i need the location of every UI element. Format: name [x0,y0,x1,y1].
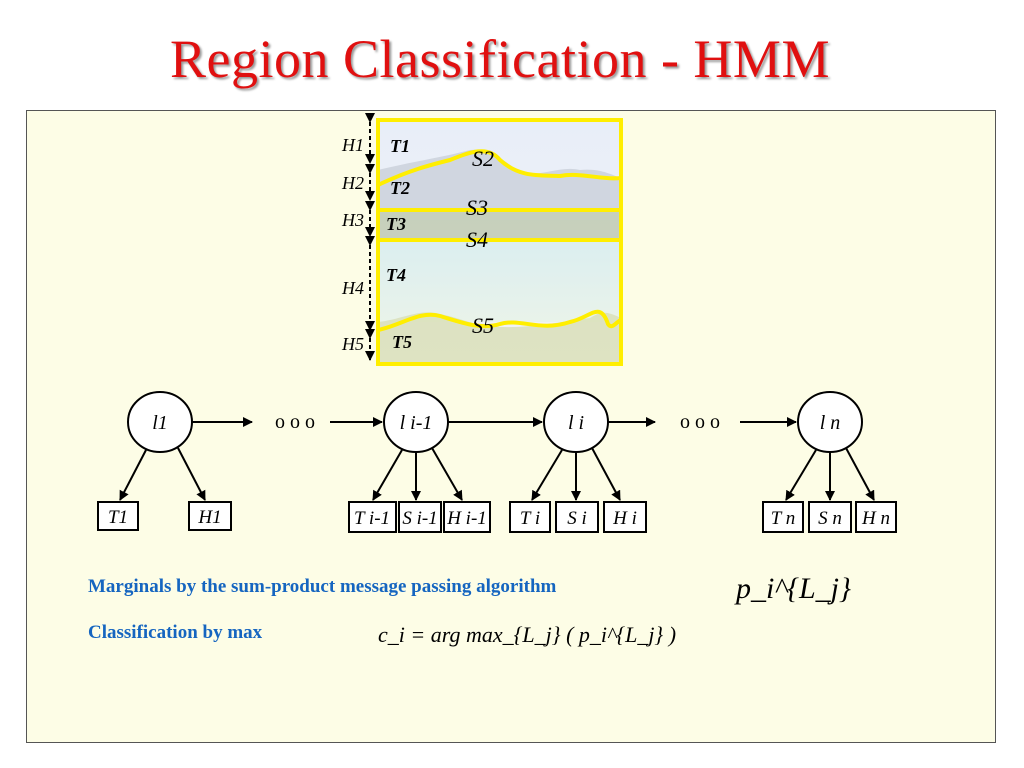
node-label: l1 [152,412,168,434]
obs-label: S n [818,508,842,529]
shape-labels: S2 S3 S4 S5 [466,146,494,338]
height-labels: H1 H2 H3 H4 H5 [341,135,364,354]
observation-box [808,501,852,533]
obs-label: S i-1 [402,508,437,529]
classification-text: Classification by max [88,622,263,643]
height-label: H4 [341,278,364,298]
landscape-image [376,118,623,366]
observation-box [509,501,551,533]
node-label: l i [568,412,584,434]
node-label: l i-1 [400,412,433,434]
observation-box [762,501,804,533]
shape-label: S2 [472,146,494,171]
slide-title: Region Classification - HMM [170,29,830,89]
observation-box [97,501,139,531]
observation-box [398,501,442,533]
height-label: H1 [341,135,364,155]
texture-label: T1 [390,136,410,156]
texture-label: T3 [386,214,406,234]
observation-box [603,501,647,533]
texture-label: T5 [392,332,412,352]
height-label: H3 [341,210,364,230]
observation-box [555,501,599,533]
texture-labels: T1 T2 T3 T4 T5 [386,136,412,352]
observation-box [188,501,232,531]
texture-label: T4 [386,265,406,285]
formulas: p_i^{L_j} c_i = arg max_{L_j} ( p_i^{L_j… [378,572,851,647]
hmm-chain: l1 l i-1 l i l n o o o o o o [97,391,897,533]
shape-label: S3 [466,195,488,220]
shape-label: S5 [472,313,494,338]
marginals-text: Marginals by the sum-product message pas… [88,576,557,597]
shape-label: S4 [466,227,488,252]
obs-label: T n [771,508,795,529]
texture-label: T2 [390,178,410,198]
ellipsis: o o o [275,411,315,433]
obs-label: T1 [108,507,128,528]
obs-label: H i-1 [446,508,487,529]
observation-box [443,501,491,533]
observation-box [855,501,897,533]
classification-formula: c_i = arg max_{L_j} ( p_i^{L_j} ) [378,622,676,647]
height-label: H5 [341,334,364,354]
obs-label: S i [567,508,587,529]
marginal-formula: p_i^{L_j} [734,572,851,605]
observation-box [348,501,397,533]
obs-label: T i [520,508,540,529]
ellipsis: o o o [680,411,720,433]
obs-label: T i-1 [354,508,390,529]
obs-label: H1 [197,507,221,528]
obs-label: H n [861,508,890,529]
obs-label: H i [612,508,637,529]
node-label: l n [820,412,841,434]
height-label: H2 [341,173,364,193]
